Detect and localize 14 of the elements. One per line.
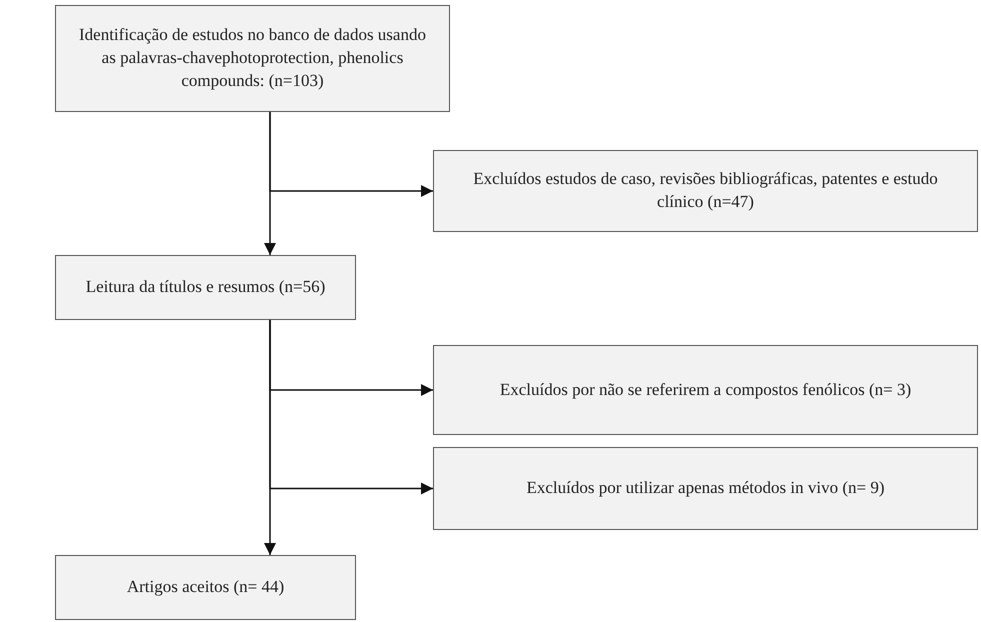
- box-text: Artigos aceitos (n= 44): [126, 576, 286, 598]
- box-text: Leitura da títulos e resumos (n=56): [84, 276, 326, 298]
- box-text: Excluídos por não se referirem a compostos fenólicos (n= 3): [498, 378, 912, 401]
- process-box: [55, 255, 356, 320]
- process-box: [433, 345, 978, 435]
- process-box: [55, 5, 450, 112]
- process-box: [55, 555, 356, 620]
- box-text: Excluídos estudos de caso, revisões bibliográficas, patentes e estudo clínico (n=47): [472, 168, 939, 213]
- process-box: [433, 150, 978, 232]
- process-box: [433, 447, 978, 530]
- arrow: [269, 112, 433, 197]
- box-text: Excluídos por utilizar apenas métodos in vivo (n= 9): [525, 477, 886, 500]
- box-text: Identificação de estudos no banco de dados usando as palavras-chavephotoprotection, phenolics compounds: (n=103): [78, 24, 427, 92]
- arrow: [264, 320, 276, 555]
